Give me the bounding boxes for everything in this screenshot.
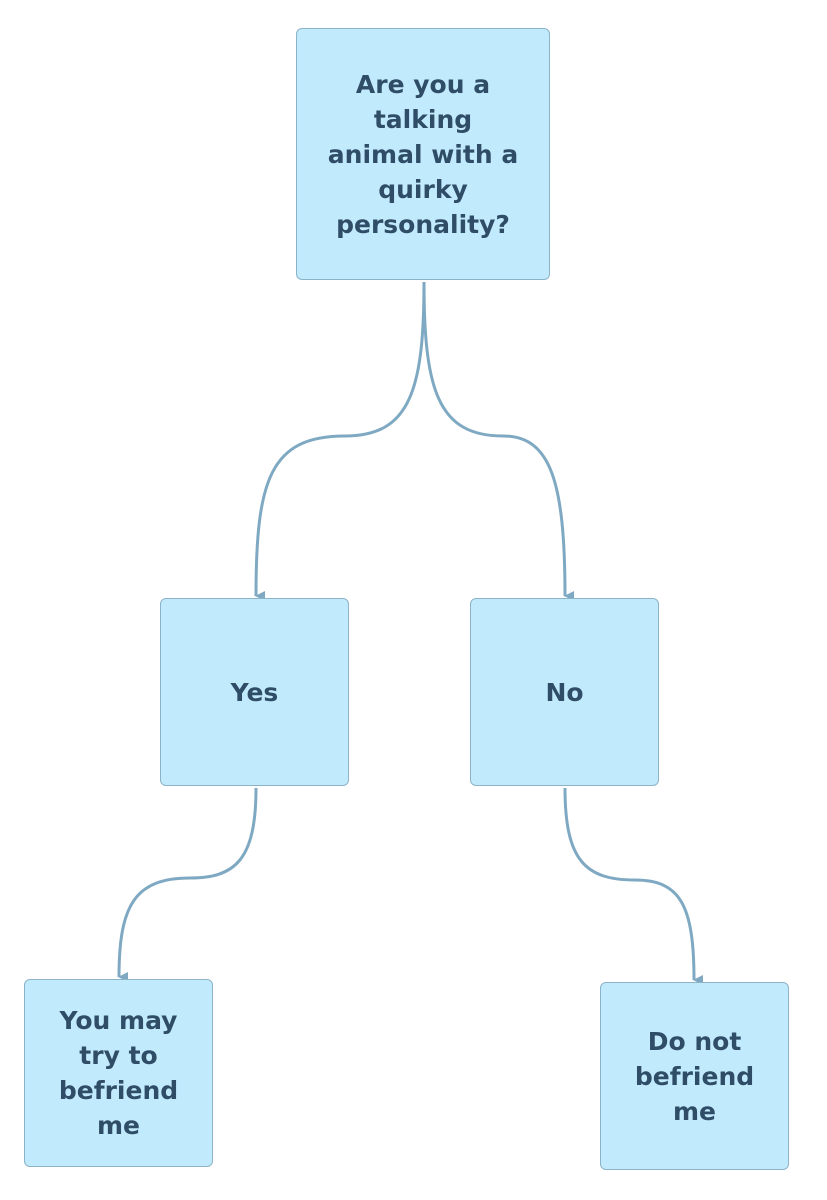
no-label: No: [545, 677, 584, 707]
edge-yes-to-befriend: [117, 787, 258, 983]
befriend-label: You may try to befriend me: [58, 1006, 179, 1140]
no-node: No: [470, 598, 659, 786]
do-not-befriend-node: Do not befriend me: [600, 982, 789, 1170]
do-not-befriend-label: Do not befriend me: [634, 1026, 755, 1126]
yes-label: Yes: [230, 677, 279, 707]
edge-question-to-yes: [254, 281, 426, 602]
befriend-node: You may try to befriend me: [24, 979, 213, 1167]
edge-no-to-do-not: [563, 787, 704, 985]
question-label: Are you a talking animal with a quirky p…: [327, 69, 519, 239]
yes-node: Yes: [160, 598, 349, 786]
edge-question-to-no: [422, 281, 575, 601]
question-node: Are you a talking animal with a quirky p…: [296, 28, 550, 280]
